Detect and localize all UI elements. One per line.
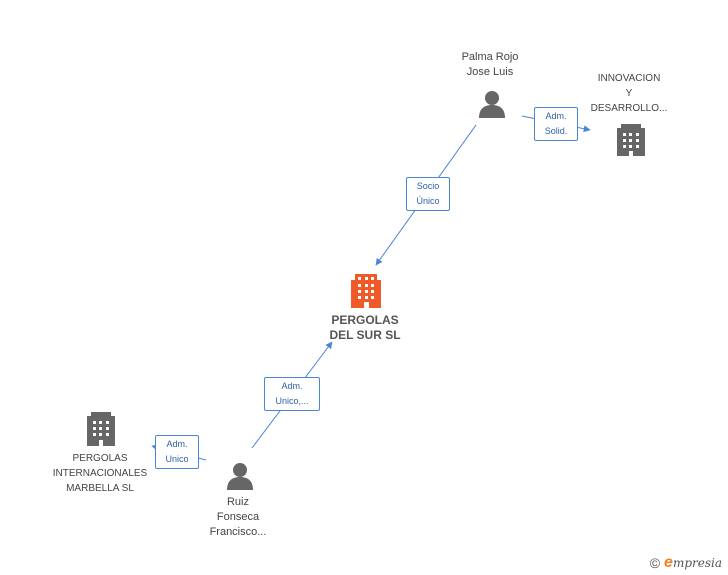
edge-adm-unico-center-line2: Unico,... (275, 396, 309, 406)
center-label-line2: DEL SUR SL (329, 328, 401, 342)
internacionales-building-icon[interactable] (87, 412, 115, 446)
center-building-icon[interactable] (351, 274, 381, 308)
palma-person-label[interactable]: Palma Rojo Jose Luis (445, 50, 535, 80)
ruiz-label-line3: Francisco... (209, 526, 267, 538)
edge-label-adm-unico-center: Adm. Unico,... (264, 377, 320, 411)
edge-adm-solid-line1: Adm. (545, 111, 567, 121)
edge-adm-solid-line2: Solid. (544, 126, 568, 136)
innovacion-building-icon[interactable] (617, 124, 645, 156)
internacionales-label-line2: INTERNACIONALES (52, 468, 148, 479)
edge-adm-unico-left-line2: Unico (165, 454, 189, 464)
edge-adm-unico-left-line1: Adm. (166, 439, 188, 449)
edge-label-adm-unico-left: Adm. Unico (155, 435, 199, 469)
brand-initial: e (664, 554, 673, 571)
innovacion-company-label[interactable]: INNOVACION Y DESARROLLO... (583, 71, 675, 116)
edge-socio-line1: Socio (416, 181, 440, 191)
edge-socio-line2: Único (416, 196, 440, 206)
palma-label-line1: Palma Rojo (461, 51, 519, 63)
palma-person-icon[interactable] (479, 91, 505, 118)
innovacion-label-line3: DESARROLLO... (590, 103, 668, 114)
copyright-icon: © (649, 555, 661, 571)
ruiz-label-line1: Ruiz (226, 496, 249, 508)
edge-label-socio-unico: Socio Único (406, 177, 450, 211)
edge-label-adm-solid: Adm. Solid. (534, 107, 578, 141)
ruiz-label-line2: Fonseca (216, 511, 260, 523)
brand-footer[interactable]: © empresia (650, 554, 722, 572)
internacionales-company-label[interactable]: PERGOLAS INTERNACIONALES MARBELLA SL (45, 451, 155, 496)
internacionales-label-line1: PERGOLAS (72, 453, 128, 464)
internacionales-label-line3: MARBELLA SL (66, 483, 134, 494)
edge-adm-unico-center-line1: Adm. (281, 381, 303, 391)
ruiz-person-icon[interactable] (227, 463, 253, 490)
brand-logo: empresia (664, 554, 722, 572)
center-company-label[interactable]: PERGOLAS DEL SUR SL (320, 313, 410, 343)
innovacion-label-line1: INNOVACION (597, 73, 661, 84)
ruiz-person-label[interactable]: Ruiz Fonseca Francisco... (198, 495, 278, 540)
brand-name: mpresia (672, 556, 722, 570)
center-label-line1: PERGOLAS (331, 313, 399, 327)
innovacion-label-line2: Y (625, 88, 633, 99)
palma-label-line2: Jose Luis (466, 66, 514, 78)
